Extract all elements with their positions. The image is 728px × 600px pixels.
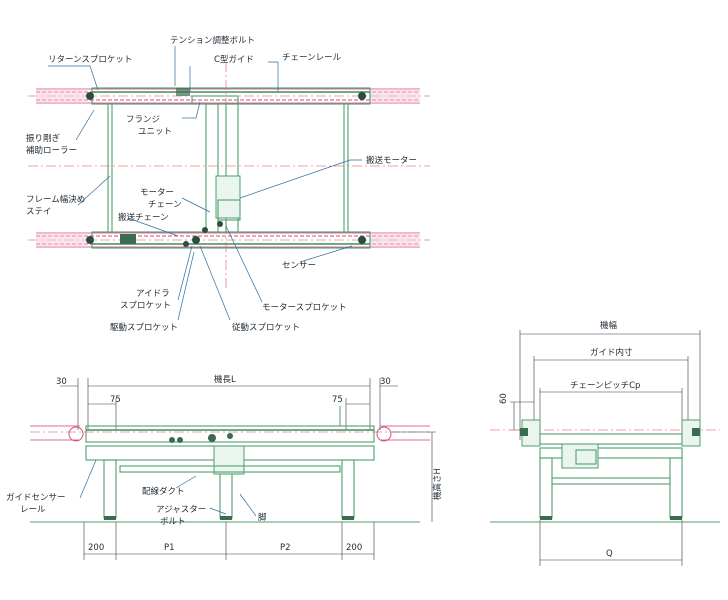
label-flange-unit-2: ユニット — [138, 127, 172, 137]
label-frame-stay-2: ステイ — [26, 207, 52, 217]
dim-chain-pitch: チェーンピッチCp — [570, 381, 640, 391]
plan-view: リターンスプロケット テンション調整ボルト C型ガイド チェーンレール フランジ… — [26, 35, 430, 333]
label-return-sprocket: リターンスプロケット — [48, 55, 132, 65]
label-frame-stay-1: フレーム幅決め — [26, 194, 85, 205]
dim-left-75: 75 — [110, 395, 121, 405]
label-sensor: センサー — [282, 261, 316, 271]
label-motor-chain-2: チェーン — [148, 200, 182, 210]
dim-height-60: 60 — [499, 393, 509, 404]
plan-sprockets — [86, 92, 366, 247]
label-leg: 脚 — [258, 512, 267, 523]
label-motor-chain-1: モーター — [140, 188, 174, 198]
dim-guide-inner: ガイド内寸 — [590, 347, 633, 358]
dim-right-75: 75 — [332, 395, 343, 405]
side-view: 30 30 機長L 75 75 — [6, 374, 443, 560]
label-drive-sprocket: 駆動スプロケット — [110, 322, 178, 333]
dim-bottom-200-right: 200 — [346, 543, 362, 553]
label-c-guide: C型ガイド — [214, 54, 254, 65]
label-chain-rail: チェーンレール — [282, 53, 342, 63]
label-adjuster-bolt-2: ボルト — [160, 517, 186, 527]
label-idler-2: スプロケット — [120, 301, 171, 311]
dim-right-30: 30 — [380, 377, 391, 387]
label-swing-roller-2: 補助ローラー — [26, 145, 77, 156]
dim-left-30: 30 — [56, 377, 67, 387]
label-swing-roller-1: 振り剛ぎ — [26, 133, 61, 144]
dim-bottom-200-left: 200 — [88, 543, 104, 553]
motor-body — [215, 175, 241, 219]
label-driven-sprocket: 従動スプロケット — [232, 322, 300, 333]
dim-p1: P1 — [164, 543, 175, 553]
label-guide-sensor-rail-2: レール — [20, 505, 46, 515]
top-dimension-lines — [60, 385, 398, 405]
dim-machine-width: 機幅 — [600, 320, 618, 331]
label-motor-sprocket: モータースプロケット — [262, 303, 347, 313]
label-idler-1: アイドラ — [136, 289, 170, 299]
dim-machine-length: 機長L — [214, 374, 236, 385]
label-flange-unit-1: フランジ — [126, 115, 160, 125]
plan-leaders — [48, 46, 362, 321]
dim-p2: P2 — [280, 543, 291, 553]
dim-machine-height: 機高さH — [432, 468, 443, 500]
label-guide-sensor-rail-1: ガイドセンサー — [6, 492, 66, 503]
label-adjuster-bolt-1: アジャスター — [156, 505, 206, 515]
label-tension-bolt: テンション調整ボルト — [170, 35, 255, 46]
label-conveyor-chain: 搬送チェーン — [118, 212, 169, 223]
label-conveyor-motor: 搬送モーター — [366, 155, 417, 166]
label-wiring-duct: 配線ダクト — [142, 486, 185, 497]
dim-q: Q — [606, 549, 613, 559]
end-view: 機幅 ガイド内寸 チェーンピッチCp 60 Q — [490, 320, 720, 566]
